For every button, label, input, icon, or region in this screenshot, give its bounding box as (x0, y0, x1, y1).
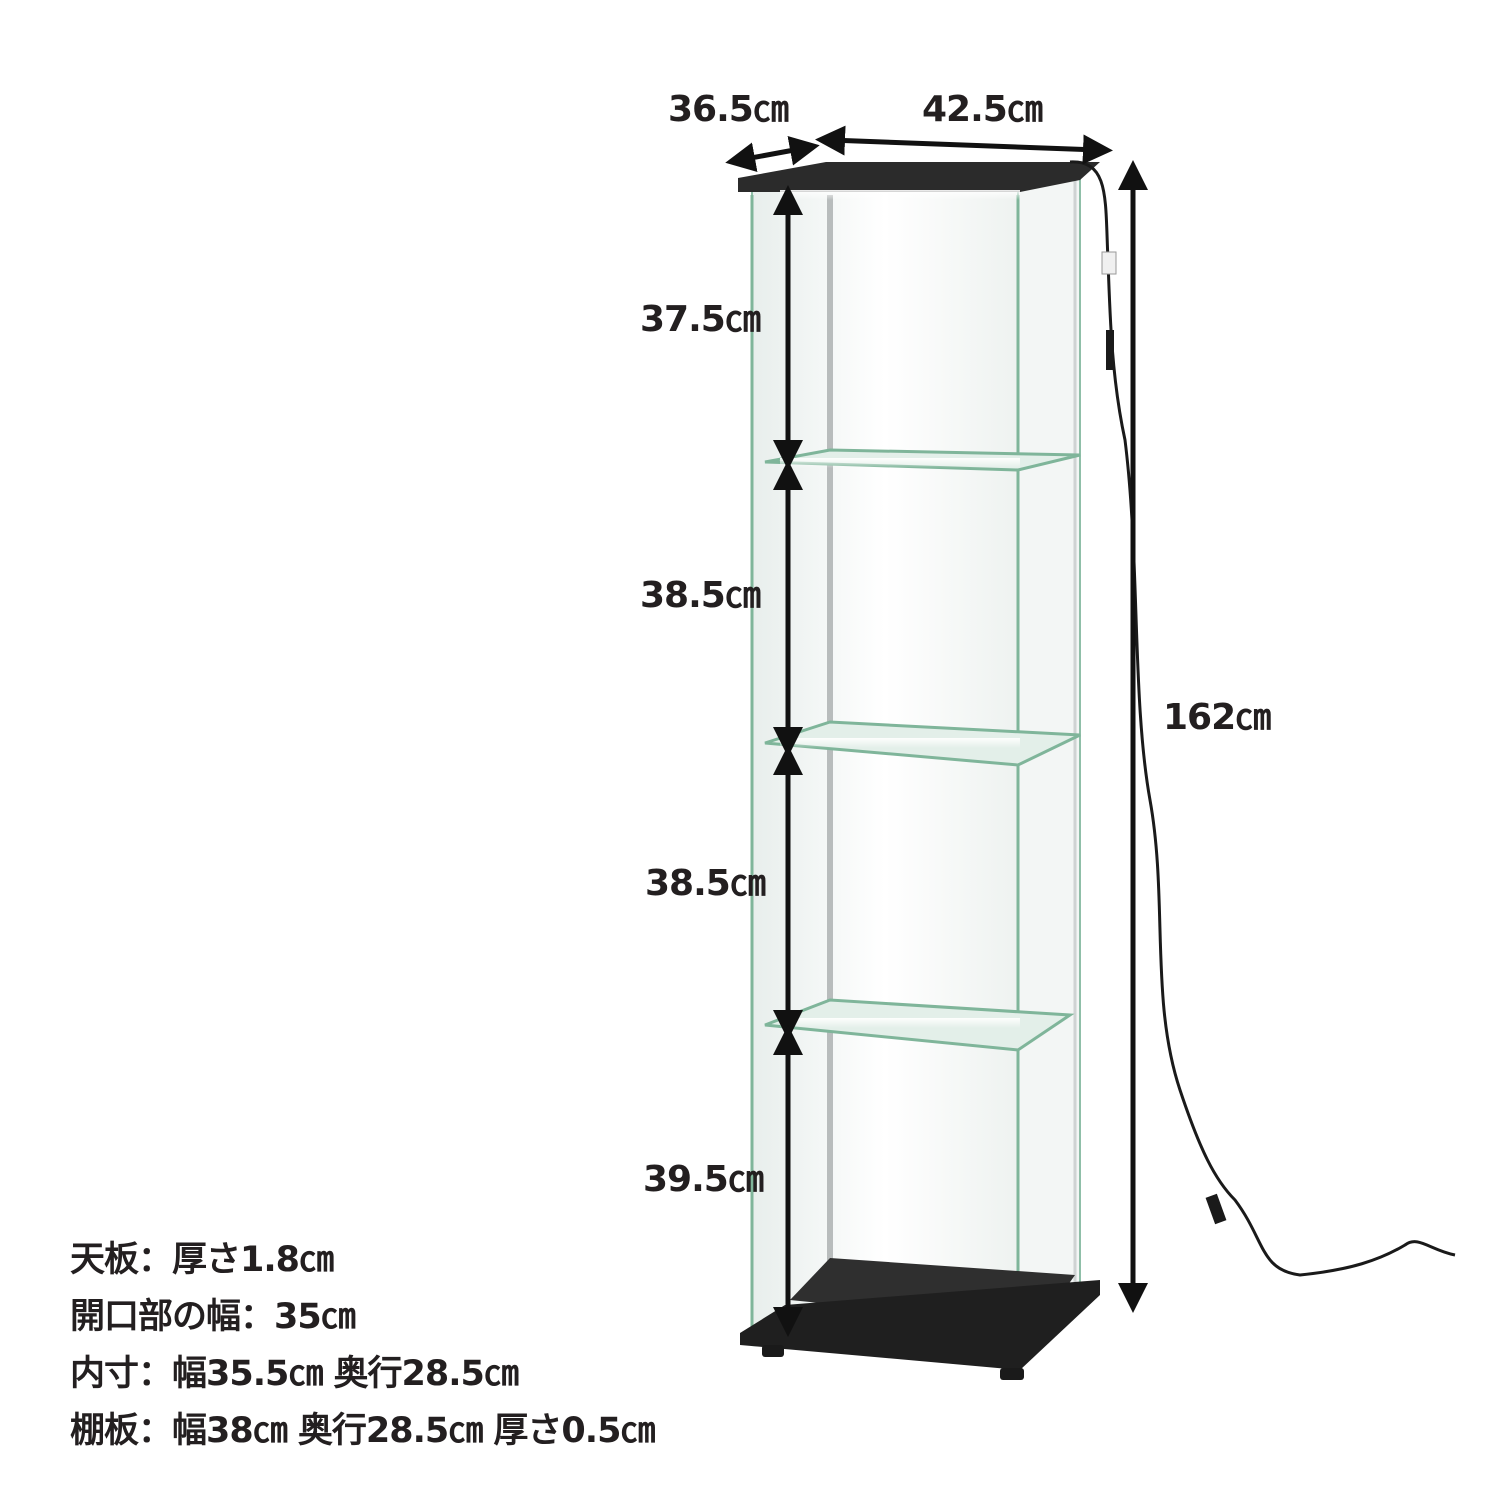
spec-top-board: 天板：厚さ1.8㎝ (70, 1240, 334, 1280)
depth-arrow (725, 135, 820, 173)
shelf-height-label-2: 38.5㎝ (640, 575, 761, 616)
led-strip-1 (780, 458, 1020, 468)
shelf-height-label-1: 37.5㎝ (640, 299, 761, 340)
foot-right (1000, 1368, 1024, 1380)
foot-left (762, 1345, 784, 1357)
led-strip-3 (780, 1018, 1020, 1028)
spec-list: 天板：厚さ1.8㎝ 開口部の幅：35㎝ 内寸：幅35.5㎝ 奥行28.5㎝ 棚板… (70, 1232, 655, 1460)
spec-inner-dimensions: 内寸：幅35.5㎝ 奥行28.5㎝ (70, 1354, 519, 1394)
width-arrow (815, 125, 1113, 165)
total-height-label: 162㎝ (1163, 697, 1271, 738)
led-strip-2 (780, 738, 1020, 748)
shelf-height-label-3: 38.5㎝ (645, 863, 766, 904)
cord-label (1101, 251, 1117, 275)
spec-shelf: 棚板：幅38㎝ 奥行28.5㎝ 厚さ0.5㎝ (70, 1411, 655, 1451)
cabinet (738, 162, 1100, 1380)
cord-connector (1106, 330, 1114, 370)
led-strip-top (780, 190, 1020, 200)
spec-opening-width: 開口部の幅：35㎝ (70, 1297, 356, 1337)
power-cord (1069, 160, 1456, 1277)
bottom-board (740, 1280, 1100, 1370)
glass-side-panel (751, 189, 1019, 1362)
glass-right-panel (1017, 173, 1081, 1363)
width-label: 42.5㎝ (922, 89, 1043, 130)
depth-label: 36.5㎝ (668, 89, 789, 130)
cord-switch (1205, 1193, 1227, 1225)
shelf-height-label-4: 39.5㎝ (643, 1159, 764, 1200)
top-board (738, 162, 1100, 192)
